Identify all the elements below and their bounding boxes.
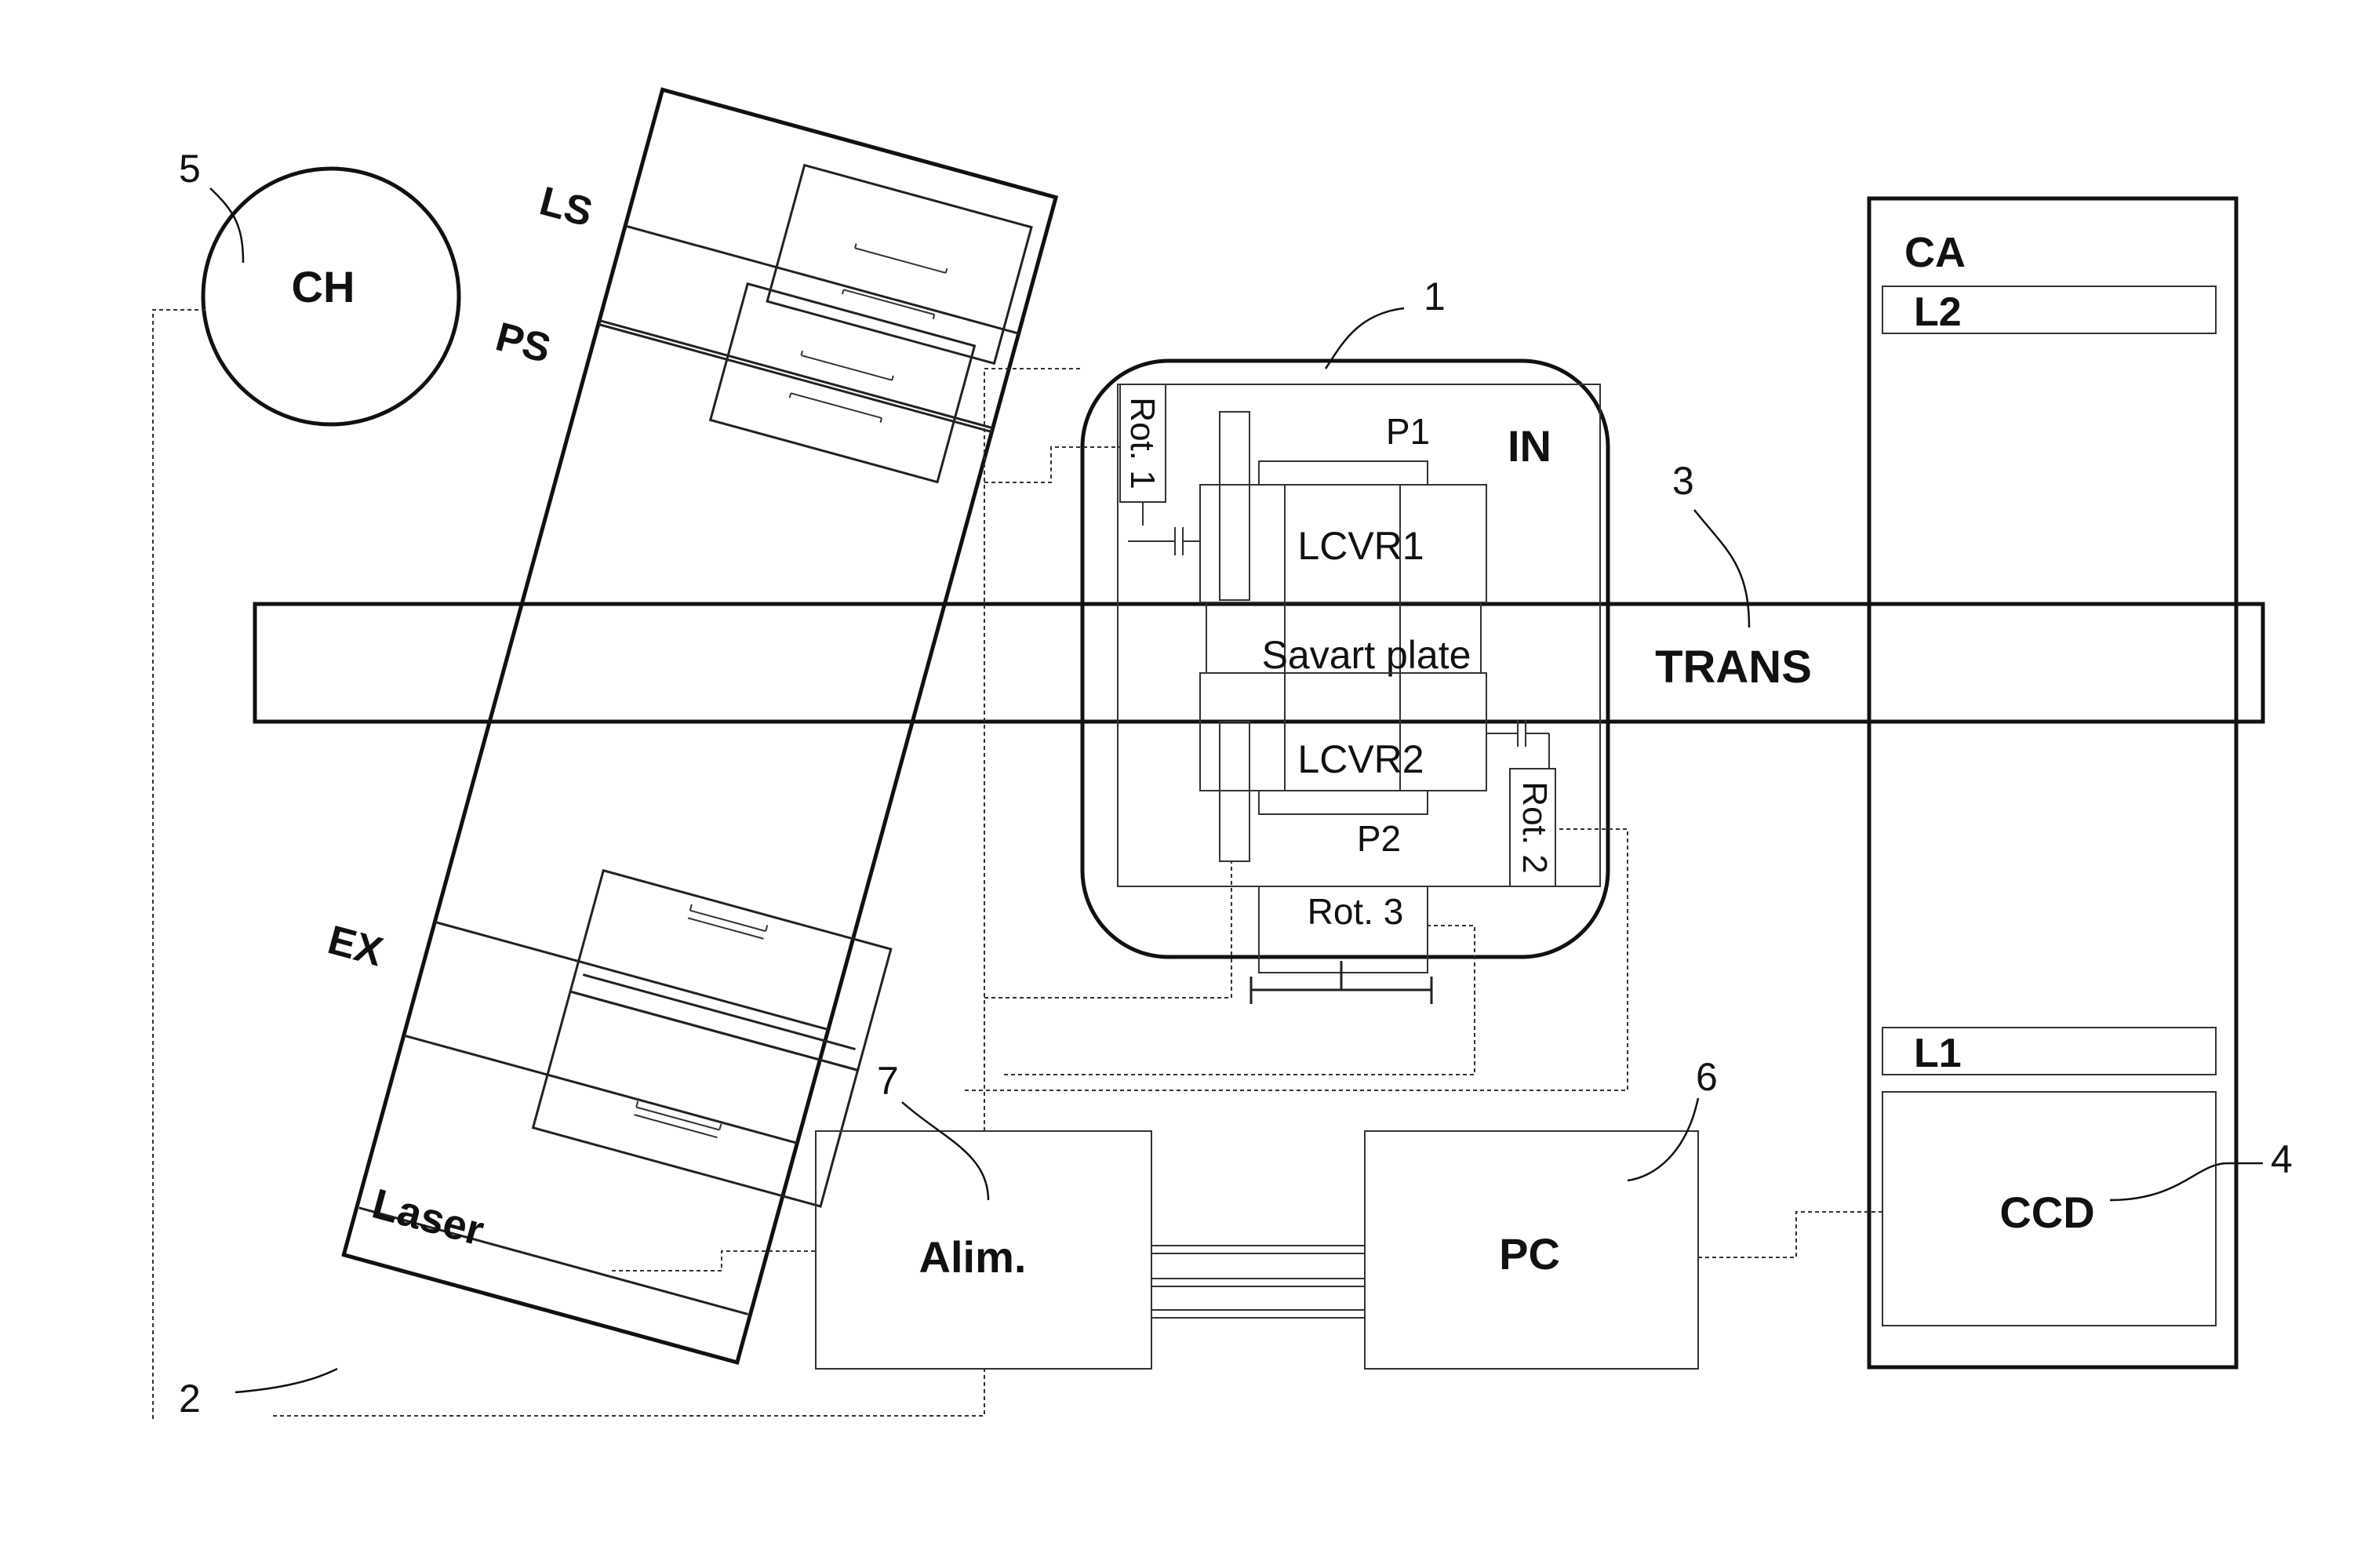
label-savart-plate: Savart plate: [1262, 633, 1471, 677]
label-rot1: Rot. 1: [1123, 397, 1162, 489]
chamber-ch: CH: [203, 169, 459, 424]
label-ca: CA: [1904, 229, 1966, 276]
label-alim: Alim.: [919, 1232, 1027, 1282]
ref-3: 3: [1672, 459, 1694, 503]
label-ls: LS: [535, 178, 597, 235]
label-laser: Laser: [367, 1180, 489, 1254]
label-l1: L1: [1914, 1031, 1962, 1076]
ref-6: 6: [1696, 1055, 1718, 1099]
label-ch: CH: [292, 262, 355, 311]
label-pc: PC: [1499, 1229, 1560, 1279]
label-ex: EX: [323, 917, 387, 975]
label-ps: PS: [491, 314, 555, 372]
label-lcvr2: LCVR2: [1297, 737, 1424, 781]
label-lcvr1: LCVR1: [1297, 524, 1424, 568]
ref-7: 7: [877, 1059, 899, 1103]
label-in: IN: [1508, 421, 1551, 471]
label-p1: P1: [1386, 411, 1430, 452]
ref-1: 1: [1424, 275, 1446, 318]
label-trans: TRANS: [1655, 642, 1812, 693]
label-p2: P2: [1357, 818, 1401, 859]
trans-beam: TRANS: [255, 604, 2263, 722]
computer-pc: PC: [1365, 1131, 1698, 1369]
instrument-in: IN P1 LCVR1 Savart plate LCVR2 P2 Rot. 1…: [1082, 361, 1608, 1004]
ref-5: 5: [179, 147, 201, 191]
label-ccd: CCD: [1999, 1188, 2094, 1237]
label-l2: L2: [1914, 289, 1962, 335]
ref-4: 4: [2271, 1137, 2293, 1181]
ref-2: 2: [179, 1377, 201, 1421]
label-rot2: Rot. 2: [1515, 781, 1554, 873]
camera-ca: CA L2 L1 CCD: [1869, 198, 2236, 1367]
power-supply-alim: Alim.: [816, 1131, 1151, 1369]
label-rot3: Rot. 3: [1308, 891, 1404, 932]
